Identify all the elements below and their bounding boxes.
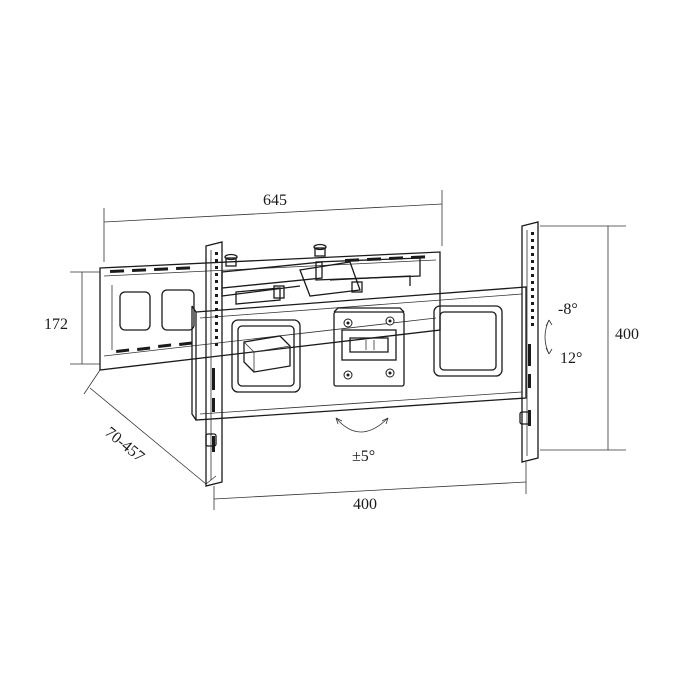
dimension-400-vertical: 400: [540, 225, 639, 451]
center-tilt-lock: [333, 307, 405, 387]
bracket-window-right: [433, 305, 503, 377]
rail-hole: [531, 239, 534, 242]
rail-hole: [215, 322, 218, 325]
rail-hole: [215, 273, 218, 276]
rail-hole: [531, 246, 534, 249]
wall-plate-slots-top: [110, 255, 426, 273]
rail-hole: [531, 232, 534, 235]
dimension-label-400-vertical: 400: [615, 326, 639, 343]
rail-hole: [215, 266, 218, 269]
dimension-label-400-horizontal: 400: [353, 496, 377, 513]
rail-hole: [215, 287, 218, 290]
rail-hole: [215, 280, 218, 283]
rail-hole: [215, 259, 218, 262]
rail-hole: [215, 301, 218, 304]
rail-hole: [531, 295, 534, 298]
rail-hole: [531, 281, 534, 284]
tilt-down-label: 12°: [560, 350, 582, 367]
dimension-label-645: 645: [263, 192, 287, 209]
articulating-arms: [221, 243, 421, 305]
rail-hole: [531, 274, 534, 277]
rail-hole: [531, 267, 534, 270]
rail-hole: [215, 336, 218, 339]
tilt-up-label: -8°: [558, 301, 578, 318]
bracket-window-left: [231, 319, 301, 393]
rail-hole: [215, 315, 218, 318]
wall-plate: [99, 251, 441, 371]
dimension-400-horizontal: 400: [213, 462, 527, 513]
rail-hole: [531, 260, 534, 263]
tilt-indicator: -8° 12°: [544, 301, 582, 367]
swivel-indicator: ±5°: [335, 417, 389, 465]
dimension-645: 645: [103, 190, 443, 262]
rail-hole: [531, 253, 534, 256]
rail-hole: [215, 329, 218, 332]
safety-knob-left: [205, 433, 217, 447]
rail-hole: [531, 316, 534, 319]
rail-hole: [215, 294, 218, 297]
vertical-rail-left: [205, 241, 223, 487]
swivel-label: ±5°: [352, 448, 375, 465]
rail-hole: [531, 288, 534, 291]
wall-plate-slots-bottom: [116, 341, 193, 353]
dimension-label-172: 172: [44, 316, 68, 333]
vertical-rail-right: [521, 221, 539, 463]
rail-hole: [531, 302, 534, 305]
wall-plate-window-right: [161, 289, 195, 331]
rail-hole: [531, 323, 534, 326]
pivot-cap-left: [224, 253, 238, 267]
rail-hole: [215, 343, 218, 346]
safety-knob-right: [519, 411, 531, 425]
tv-bracket-plate: [191, 286, 527, 421]
rail-hole: [215, 252, 218, 255]
wall-plate-window-left: [119, 291, 151, 331]
rail-hole: [215, 308, 218, 311]
rail-hole: [531, 309, 534, 312]
pivot-cap-right: [313, 243, 327, 257]
dimension-172: 172: [44, 271, 100, 365]
